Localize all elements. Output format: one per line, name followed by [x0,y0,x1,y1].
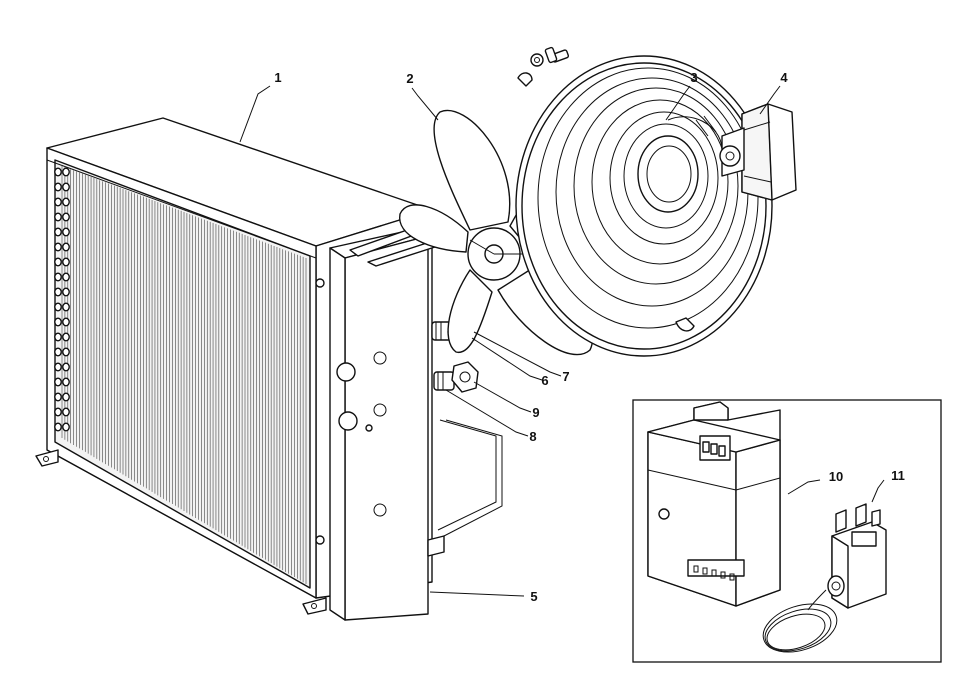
callout-label-3: 3 [690,70,697,85]
coil-tube-ends [54,167,70,432]
inset-frame [632,399,942,663]
lower-nut [451,361,479,393]
callout-label-9: 9 [532,405,539,420]
leader-lines [239,85,885,597]
callout-label-6: 6 [541,373,548,388]
lower-fitting [433,371,455,391]
callout-label-1: 1 [274,70,281,85]
upper-fitting [431,321,453,341]
fan-guard [515,55,773,357]
callout-label-8: 8 [529,429,536,444]
fan-motor [719,103,797,201]
callout-labels: 1 2 3 4 5 6 7 8 9 10 11 [274,70,904,604]
callout-label-2: 2 [406,71,413,86]
callout-label-11: 11 [891,468,905,483]
control-module [647,401,781,607]
callout-label-7: 7 [562,369,569,384]
callout-label-4: 4 [780,70,788,85]
thermostat [762,503,887,653]
callout-label-10: 10 [829,469,843,484]
callout-label-5: 5 [530,589,537,604]
side-bracket [329,221,503,621]
fan-guard-screw [530,46,570,67]
